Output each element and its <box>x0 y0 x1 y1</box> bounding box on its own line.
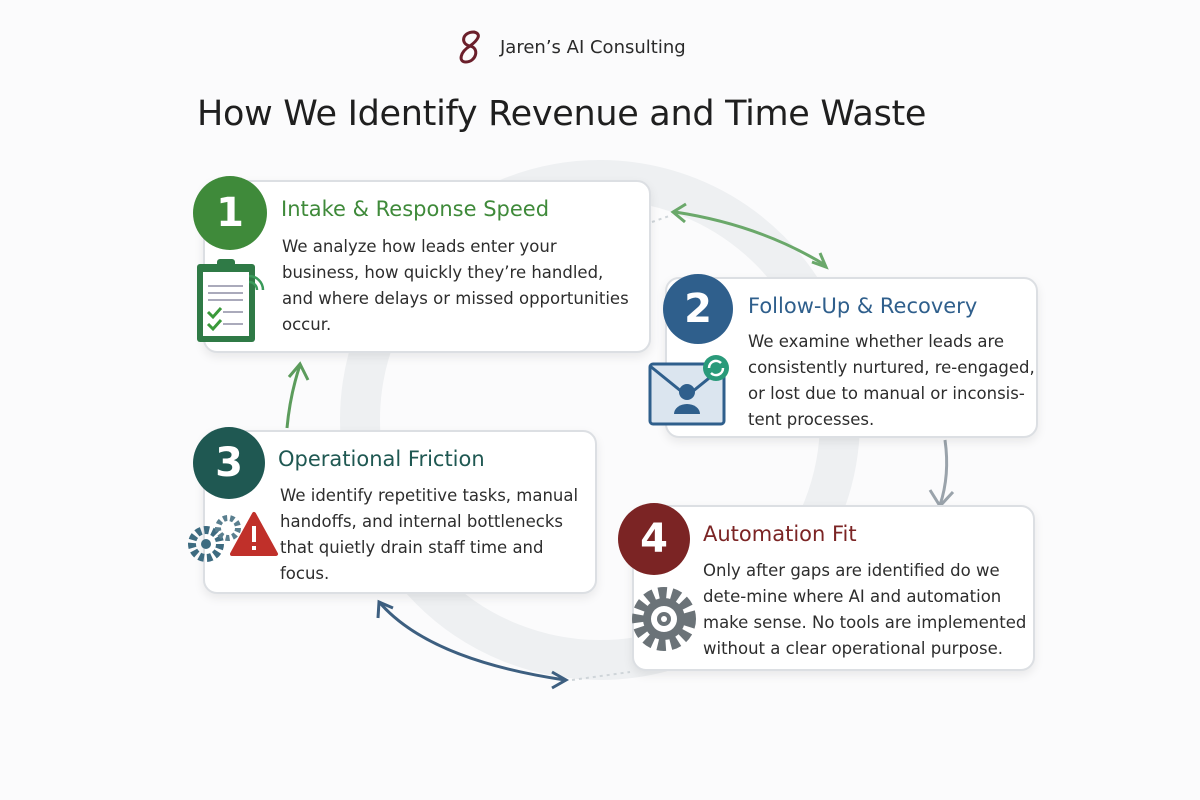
step-card-1 <box>203 180 651 353</box>
body-line: and where delays or missed opportunities <box>282 289 629 308</box>
body-line: consistently nurtured, re-engaged, <box>748 358 1035 377</box>
envelope-refresh-icon <box>648 355 729 426</box>
step-heading-3: Operational Friction <box>278 447 485 471</box>
clipboard-checklist-icon <box>197 259 265 342</box>
body-line: dete-mine where AI and automation <box>703 587 1002 606</box>
body-line: We identify repetitive tasks, manual <box>280 486 579 505</box>
step-number-2: 2 <box>663 274 733 344</box>
step-body-1: We analyze how leads enter your business… <box>282 234 629 338</box>
body-line: business, how quickly they’re handled, <box>282 263 604 282</box>
body-line: We analyze how leads enter your <box>282 237 557 256</box>
step-heading-2: Follow-Up & Recovery <box>748 294 978 318</box>
arrow-1-to-2 <box>674 210 826 267</box>
arrow-3-to-1 <box>285 364 302 429</box>
arrow-2-to-4 <box>938 439 949 506</box>
gear-icon <box>632 587 696 651</box>
gears-warning-icon <box>188 512 278 562</box>
step-body-4: Only after gaps are identified do we det… <box>703 558 1026 662</box>
brand-logo-icon <box>459 30 480 64</box>
step-heading-4: Automation Fit <box>703 522 857 546</box>
step-number-1: 1 <box>193 176 267 250</box>
step-card-3 <box>203 430 597 594</box>
page-title: How We Identify Revenue and Time Waste <box>197 94 927 134</box>
brand: Jaren’s AI Consulting <box>452 28 686 66</box>
step-number-3: 3 <box>193 427 265 499</box>
body-line: Only after gaps are identified do we <box>703 561 1000 580</box>
body-line: make sense. No tools are implemented <box>703 613 1027 632</box>
step-number-4: 4 <box>618 503 690 575</box>
brand-name: Jaren’s AI Consulting <box>500 36 686 58</box>
body-line: We examine whether leads are <box>748 332 1005 351</box>
step-body-3: We identify repetitive tasks, manual han… <box>280 483 578 587</box>
body-line: that quietly drain staff time and <box>280 538 544 557</box>
body-line: focus. <box>280 564 330 583</box>
body-line: or lost due to manual or inconsis- <box>748 384 1025 403</box>
body-line: tent processes. <box>748 410 875 429</box>
step-card-4 <box>632 505 1035 671</box>
body-line: occur. <box>282 315 332 334</box>
body-line: without a clear operational purpose. <box>703 639 1004 658</box>
step-heading-1: Intake & Response Speed <box>281 197 550 221</box>
step-body-2: We examine whether leads are consistentl… <box>748 329 1035 433</box>
arrow-4-to-3 <box>378 602 566 682</box>
body-line: handoffs, and internal bottlenecks <box>280 512 563 531</box>
